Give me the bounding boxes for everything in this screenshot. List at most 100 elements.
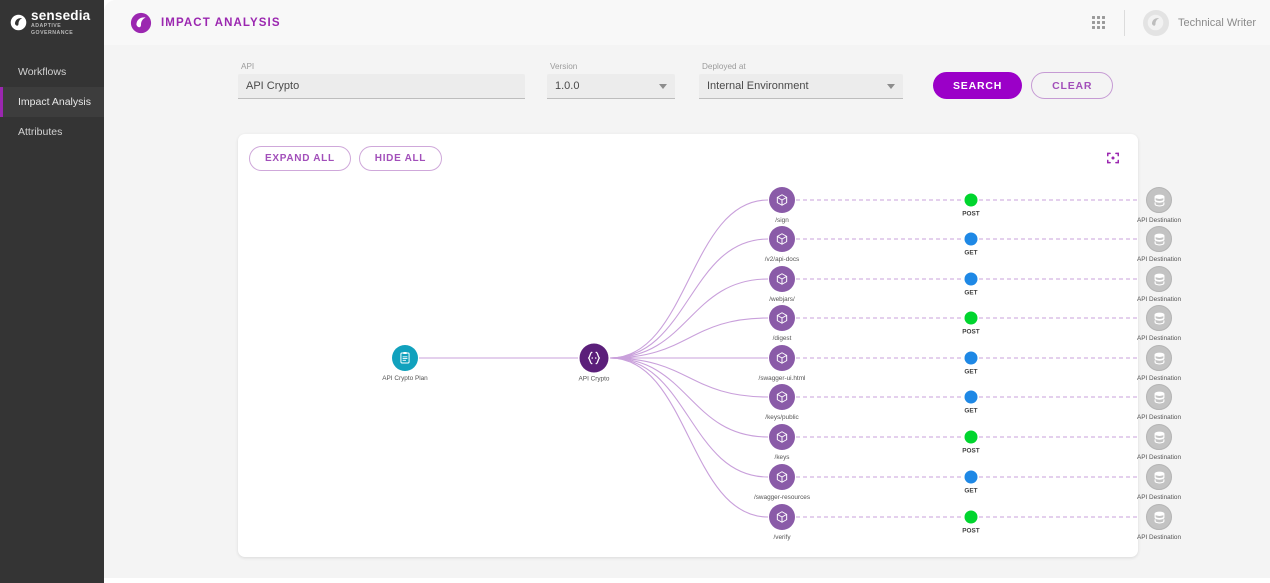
database-icon <box>1154 233 1164 245</box>
method-label: POST <box>962 328 980 336</box>
destination-node-0-circle[interactable] <box>1146 187 1172 213</box>
destination-node-1-circle[interactable] <box>1146 226 1172 252</box>
resource-node-4[interactable]: /swagger-ui.html <box>759 345 805 382</box>
resource-node-5-circle[interactable] <box>769 384 795 410</box>
destination-node-2-circle[interactable] <box>1146 266 1172 292</box>
database-icon <box>1154 352 1164 364</box>
avatar[interactable] <box>1142 9 1169 36</box>
deployed-at-select[interactable]: Internal Environment <box>699 74 903 99</box>
resource-node-3[interactable]: /digest <box>769 305 795 342</box>
method-dot[interactable] <box>964 193 978 207</box>
resource-node-4-circle[interactable] <box>769 345 795 371</box>
method-node-post[interactable]: POST <box>962 430 980 455</box>
grid-apps-icon[interactable] <box>1091 15 1106 30</box>
clear-button[interactable]: CLEAR <box>1031 72 1114 99</box>
graph-toolbar: EXPAND ALL HIDE ALL <box>249 146 443 171</box>
api-node[interactable]: API Crypto <box>579 343 609 383</box>
method-dot[interactable] <box>964 430 978 444</box>
method-dot[interactable] <box>964 311 978 325</box>
resource-node-8[interactable]: /verify <box>769 504 795 541</box>
version-select[interactable]: 1.0.0 <box>547 74 675 99</box>
resource-node-3-circle[interactable] <box>769 305 795 331</box>
package-box-icon <box>776 391 788 403</box>
destination-node-3[interactable]: API Destination <box>1137 305 1181 342</box>
method-node-post[interactable]: POST <box>962 510 980 535</box>
package-box-icon <box>776 511 788 523</box>
resource-node-0[interactable]: /sign <box>769 187 795 224</box>
method-label: POST <box>962 447 980 455</box>
database-icon <box>1154 273 1164 285</box>
search-button[interactable]: SEARCH <box>933 72 1023 99</box>
destination-node-7[interactable]: API Destination <box>1137 464 1181 501</box>
method-dot[interactable] <box>964 470 978 484</box>
resource-node-8-circle[interactable] <box>769 504 795 530</box>
resource-node-2-label: /webjars/ <box>769 296 795 303</box>
graph-edges <box>419 199 1138 518</box>
resource-node-5-label: /keys/public <box>765 414 799 421</box>
destination-node-2-label: API Destination <box>1136 296 1182 303</box>
version-field: Version 1.0.0 <box>547 62 675 99</box>
destination-node-5-label: API Destination <box>1136 414 1182 421</box>
destination-node-5-circle[interactable] <box>1146 384 1172 410</box>
api-input[interactable]: API Crypto <box>238 74 525 99</box>
destination-node-1[interactable]: API Destination <box>1137 226 1181 263</box>
destination-node-2[interactable]: API Destination <box>1137 266 1181 303</box>
method-dot[interactable] <box>964 510 978 524</box>
destination-node-5[interactable]: API Destination <box>1137 384 1181 421</box>
topbar: IMPACT ANALYSIS Technical Writer <box>104 0 1270 45</box>
method-dot[interactable] <box>964 232 978 246</box>
destination-node-6-circle[interactable] <box>1146 424 1172 450</box>
destination-node-4-label: API Destination <box>1136 375 1182 382</box>
method-node-get[interactable]: GET <box>964 390 978 415</box>
destination-node-8-circle[interactable] <box>1146 504 1172 530</box>
resource-node-0-label: /sign <box>775 217 789 224</box>
resource-node-2-circle[interactable] <box>769 266 795 292</box>
destination-node-8[interactable]: API Destination <box>1137 504 1181 541</box>
resource-node-7-label: /swagger-resources <box>753 494 811 501</box>
resource-node-1[interactable]: /v2/api-docs <box>765 226 799 263</box>
sidebar-item-workflows[interactable]: Workflows <box>0 57 104 87</box>
api-plan-node-circle[interactable] <box>392 345 418 371</box>
method-dot[interactable] <box>964 351 978 365</box>
resource-node-7-circle[interactable] <box>769 464 795 490</box>
api-node-label: API Crypto <box>578 375 610 383</box>
destination-node-0-label: API Destination <box>1136 217 1182 224</box>
destination-node-7-label: API Destination <box>1136 494 1182 501</box>
method-node-post[interactable]: POST <box>962 311 980 336</box>
method-dot[interactable] <box>964 390 978 404</box>
sensedia-avatar-icon <box>1148 14 1164 31</box>
resource-node-7[interactable]: /swagger-resources <box>754 464 810 501</box>
database-icon <box>1154 511 1164 523</box>
method-node-get[interactable]: GET <box>964 272 978 297</box>
destination-node-4[interactable]: API Destination <box>1137 345 1181 382</box>
sidebar: sensedia ADAPTIVE GOVERNANCE Workflows I… <box>0 0 104 583</box>
expand-all-button[interactable]: EXPAND ALL <box>249 146 351 171</box>
destination-node-7-circle[interactable] <box>1146 464 1172 490</box>
destination-node-6[interactable]: API Destination <box>1137 424 1181 461</box>
method-label: GET <box>964 368 978 376</box>
method-node-get[interactable]: GET <box>964 470 978 495</box>
sidebar-item-impact-analysis[interactable]: Impact Analysis <box>0 87 104 117</box>
center-focus-icon[interactable] <box>1106 151 1120 165</box>
resource-node-5[interactable]: /keys/public <box>765 384 799 421</box>
method-node-post[interactable]: POST <box>962 193 980 218</box>
resource-node-2[interactable]: /webjars/ <box>769 266 795 303</box>
method-node-get[interactable]: GET <box>964 351 978 376</box>
method-node-get[interactable]: GET <box>964 232 978 257</box>
resource-node-6[interactable]: /keys <box>769 424 795 461</box>
destination-node-4-circle[interactable] <box>1146 345 1172 371</box>
resource-node-1-circle[interactable] <box>769 226 795 252</box>
resource-node-6-circle[interactable] <box>769 424 795 450</box>
impact-analysis-logo-icon <box>130 12 152 33</box>
database-icon <box>1154 312 1164 324</box>
hide-all-button[interactable]: HIDE ALL <box>358 146 443 171</box>
package-box-icon <box>776 273 788 285</box>
sidebar-item-attributes[interactable]: Attributes <box>0 117 104 147</box>
api-plan-node[interactable]: API Crypto Plan <box>382 345 428 382</box>
api-node-circle[interactable] <box>579 343 609 373</box>
destination-node-0[interactable]: API Destination <box>1137 187 1181 224</box>
resource-node-0-circle[interactable] <box>769 187 795 213</box>
method-dot[interactable] <box>964 272 978 286</box>
destination-node-3-circle[interactable] <box>1146 305 1172 331</box>
